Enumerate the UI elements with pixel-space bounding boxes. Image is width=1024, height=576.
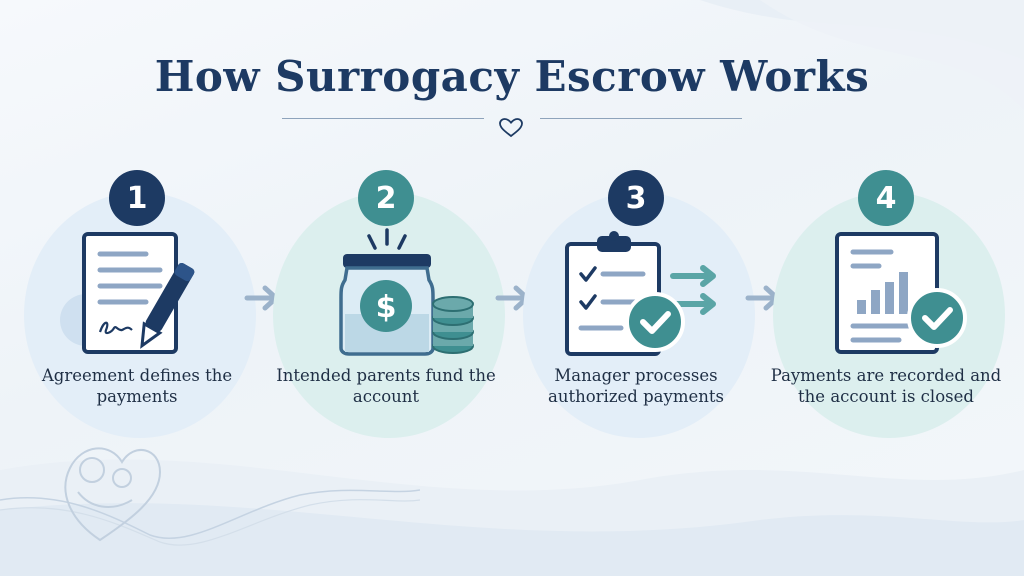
- money-jar-coins-icon: $: [339, 228, 474, 356]
- page-title: How Surrogacy Escrow Works: [154, 52, 870, 101]
- step-4-label: Payments are recorded and the account is…: [770, 366, 1002, 406]
- title-divider-left: [282, 118, 484, 119]
- step-3-badge: 3: [608, 170, 664, 226]
- checklist-clipboard-icon: [565, 231, 716, 356]
- contract-signature-pen-icon: [60, 232, 195, 354]
- step-1-badge: 1: [109, 170, 165, 226]
- step-2-badge: 2: [358, 170, 414, 226]
- step-3: 3 Manager processes authorized payments: [515, 170, 755, 440]
- step-1-label: Agreement defines the payments: [41, 366, 233, 406]
- svg-text:$: $: [376, 290, 397, 325]
- step-4: 4 Payments are recorded and the account …: [765, 170, 1005, 440]
- step-2: 2 $ Intended parents fund the account: [265, 170, 505, 440]
- step-3-label: Manager processes authorized payments: [548, 366, 724, 406]
- report-chart-check-icon: [835, 232, 967, 354]
- step-1: 1 Agreement defines the payments: [16, 170, 256, 440]
- heart-icon: [499, 118, 523, 138]
- title-divider-right: [540, 118, 742, 119]
- step-4-badge: 4: [858, 170, 914, 226]
- step-2-label: Intended parents fund the account: [276, 366, 496, 406]
- heart-family-line-art-icon: [0, 447, 420, 546]
